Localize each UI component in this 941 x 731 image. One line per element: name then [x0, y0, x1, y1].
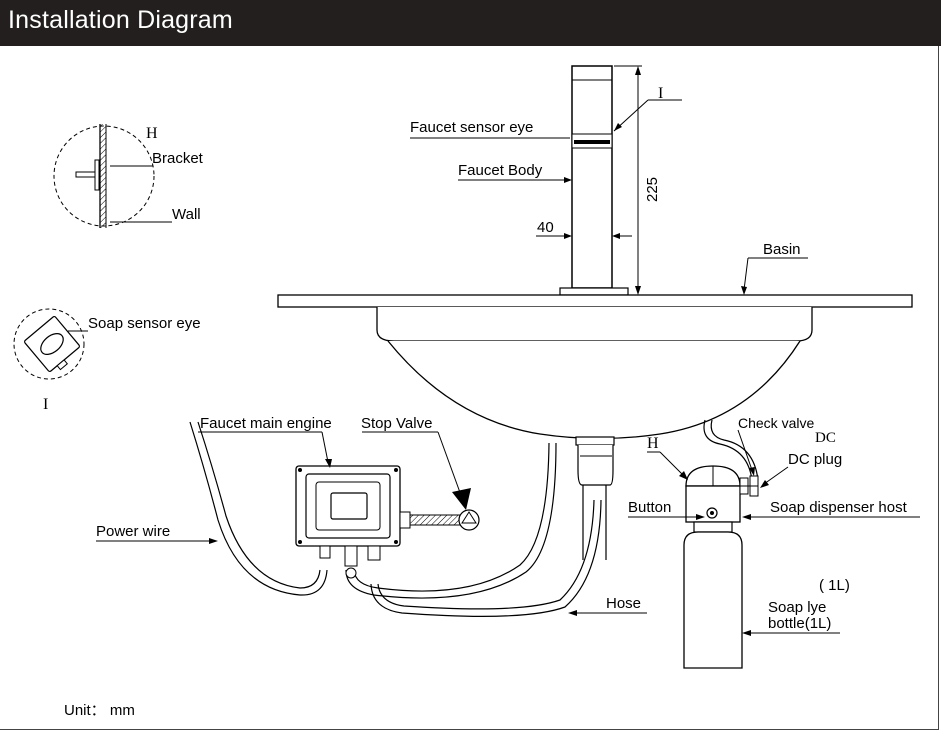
basin	[277, 294, 913, 560]
dc-label: DC	[815, 430, 836, 446]
dimension-40-label: 40	[537, 219, 554, 236]
soap-dispenser	[683, 419, 759, 669]
faucet-main-engine-label: Faucet main engine	[200, 415, 332, 432]
faucet-body	[559, 65, 629, 296]
page-title: Installation Diagram	[8, 6, 233, 34]
header-bar: Installation Diagram	[0, 0, 941, 46]
dc-plug-label: DC plug	[788, 451, 842, 468]
soap-lye-label-line2: bottle(1L)	[768, 615, 831, 632]
power-wire-label: Power wire	[96, 523, 170, 540]
dimension-225-label: 225	[644, 177, 661, 202]
detail-i-soap-sensor	[13, 308, 88, 380]
stop-valve	[458, 509, 480, 531]
faucet-main-engine	[295, 465, 461, 579]
capacity-label: ( 1L)	[819, 577, 850, 594]
hose-label: Hose	[606, 595, 641, 612]
detail-h-bracket	[53, 124, 172, 228]
soap-dispenser-host-label: Soap dispenser host	[770, 499, 908, 516]
detail-h-label: H	[146, 125, 158, 142]
check-valve-label: Check valve	[738, 415, 814, 431]
button-label: Button	[628, 499, 671, 516]
faucet-sensor-eye-label: Faucet sensor eye	[410, 119, 533, 136]
bracket-label: Bracket	[152, 150, 204, 167]
soap-sensor-eye-label: Soap sensor eye	[88, 315, 201, 332]
soap-lye-label-line1: Soap lye	[768, 599, 826, 616]
faucet-body-label: Faucet Body	[458, 162, 543, 179]
unit-label: Unit： mm	[64, 702, 135, 719]
marker-h-label: H	[647, 435, 659, 452]
hoses	[189, 421, 602, 617]
diagram-frame	[0, 46, 939, 730]
wall-label: Wall	[172, 206, 201, 223]
stop-valve-label: Stop Valve	[361, 415, 432, 432]
basin-label: Basin	[763, 241, 801, 258]
detail-i-label: I	[43, 396, 48, 413]
marker-i-label: I	[658, 85, 663, 102]
